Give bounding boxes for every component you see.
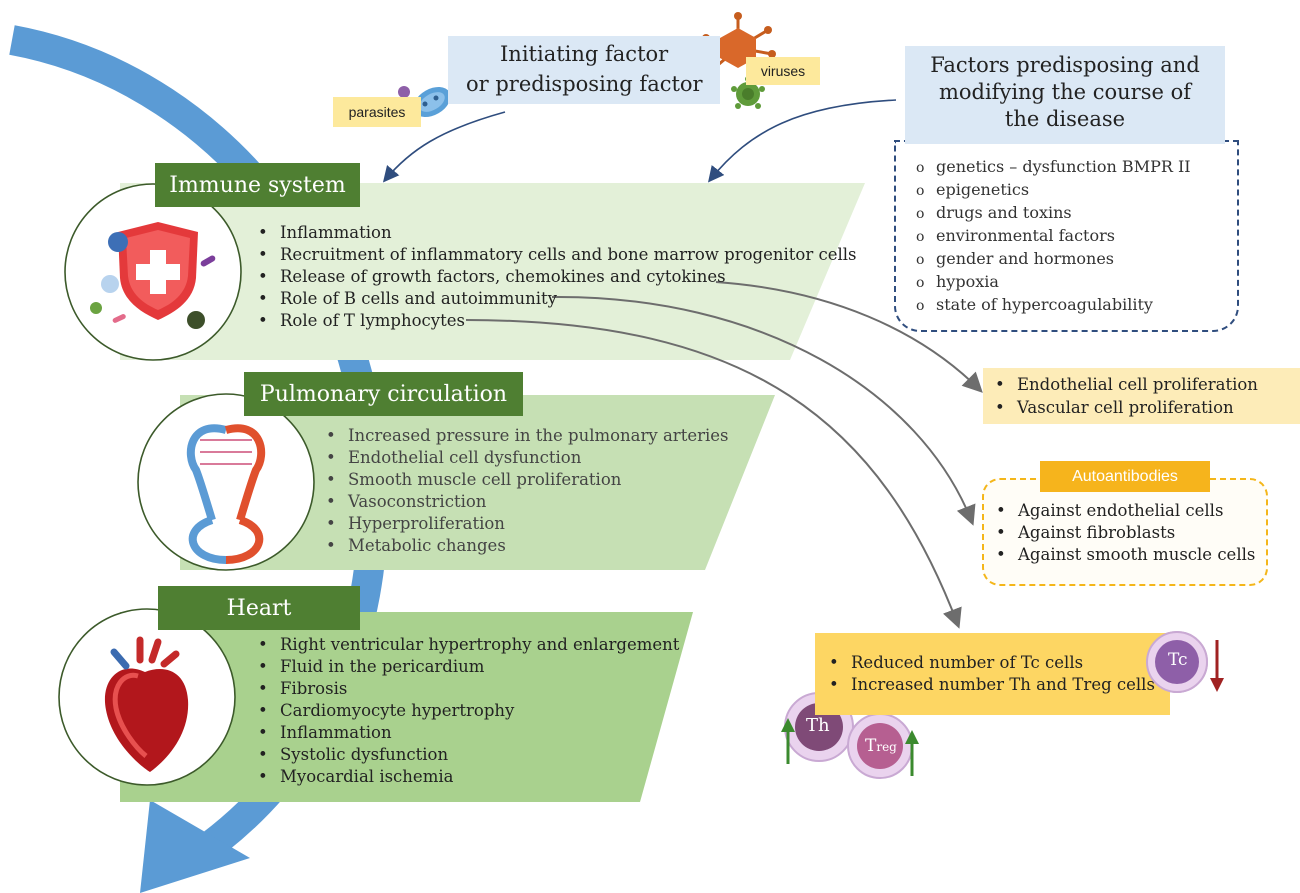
- factor-item: hypoxia: [916, 271, 1237, 294]
- proliferation-box: Endothelial cell proliferation Vascular …: [983, 368, 1300, 424]
- immune-item: Role of B cells and autoimmunity: [258, 288, 857, 310]
- connector-initiating: [382, 111, 506, 183]
- heart-item: Fibrosis: [258, 678, 679, 700]
- immune-item: Role of T lymphocytes: [258, 310, 857, 332]
- autoantibody-item: Against fibroblasts: [996, 522, 1266, 544]
- heart-item: Cardiomyocyte hypertrophy: [258, 700, 679, 722]
- factors-title-line2: modifying the course of: [938, 80, 1192, 104]
- treg-sub: reg: [876, 740, 897, 754]
- pulmonary-item: Vasoconstriction: [326, 491, 728, 513]
- autoantibody-item: Against endothelial cells: [996, 500, 1266, 522]
- factor-item: state of hypercoagulability: [916, 294, 1237, 317]
- immune-icon: [64, 183, 242, 361]
- up-arrow-treg-icon: [905, 730, 919, 776]
- treg-main: T: [865, 736, 877, 756]
- pulmonary-item: Endothelial cell dysfunction: [326, 447, 728, 469]
- factor-item: genetics – dysfunction BMPR II: [916, 156, 1237, 179]
- up-arrow-th-icon: [781, 718, 795, 764]
- proliferation-item: Endothelial cell proliferation: [995, 373, 1300, 396]
- immune-item: Recruitment of inflammatory cells and bo…: [258, 244, 857, 266]
- factor-item: gender and hormones: [916, 248, 1237, 271]
- pulmonary-circulation-label: Pulmonary circulation: [244, 372, 523, 416]
- heart-item: Inflammation: [258, 722, 679, 744]
- immune-item: Inflammation: [258, 222, 857, 244]
- t-cell-item: Reduced number of Tc cells: [829, 652, 1170, 674]
- heart-organ-icon: [58, 608, 236, 786]
- pulmonary-item: Metabolic changes: [326, 535, 728, 557]
- initiating-line1: Initiating factor: [500, 42, 669, 66]
- initiating-factor-box: Initiating factor or predisposing factor: [448, 36, 720, 104]
- th-cell-label: Th: [806, 715, 830, 736]
- tc-cell-overlay: [1146, 631, 1208, 693]
- heart-label: Heart: [158, 586, 360, 630]
- autoantibodies-box: Against endothelial cells Against fibrob…: [982, 478, 1268, 586]
- proliferation-item: Vascular cell proliferation: [995, 396, 1300, 419]
- t-cell-item: Increased number Th and Treg cells: [829, 674, 1170, 696]
- treg-cell-icon: [847, 713, 913, 779]
- factors-title-line1: Factors predisposing and: [930, 53, 1200, 77]
- parasites-tag: parasites: [333, 97, 421, 127]
- t-cell-box: Reduced number of Tc cells Increased num…: [815, 633, 1170, 715]
- pulmonary-item: Hyperproliferation: [326, 513, 728, 535]
- viruses-tag: viruses: [746, 57, 820, 85]
- heart-item: Fluid in the pericardium: [258, 656, 679, 678]
- immune-list: Inflammation Recruitment of inflammatory…: [258, 222, 857, 332]
- pulmonary-item: Smooth muscle cell proliferation: [326, 469, 728, 491]
- connector-factors: [708, 99, 897, 183]
- treg-cell-label: Treg: [865, 736, 897, 756]
- factor-item: drugs and toxins: [916, 202, 1237, 225]
- pulmonary-list: Increased pressure in the pulmonary arte…: [326, 425, 728, 557]
- autoantibodies-label: Autoantibodies: [1040, 461, 1210, 492]
- factors-title-line3: the disease: [1004, 107, 1126, 131]
- immune-system-label: Immune system: [155, 163, 360, 207]
- initiating-line2: or predisposing factor: [466, 72, 703, 96]
- green-virus-icon: [731, 76, 765, 109]
- down-arrow-icon: [1210, 640, 1224, 692]
- factor-item: environmental factors: [916, 225, 1237, 248]
- heart-item: Right ventricular hypertrophy and enlarg…: [258, 634, 679, 656]
- heart-item: Myocardial ischemia: [258, 766, 679, 788]
- heart-list: Right ventricular hypertrophy and enlarg…: [258, 634, 679, 788]
- tc-cell-label: Tc: [1168, 650, 1188, 670]
- factors-title-box: Factors predisposing and modifying the c…: [905, 46, 1225, 144]
- autoantibody-item: Against smooth muscle cells: [996, 544, 1266, 566]
- immune-item: Release of growth factors, chemokines an…: [258, 266, 857, 288]
- factor-item: epigenetics: [916, 179, 1237, 202]
- factors-list-box: genetics – dysfunction BMPR II epigeneti…: [894, 140, 1239, 332]
- lungs-vessels-icon: [137, 393, 315, 571]
- heart-item: Systolic dysfunction: [258, 744, 679, 766]
- parasite-icon: [398, 86, 451, 118]
- pulmonary-item: Increased pressure in the pulmonary arte…: [326, 425, 728, 447]
